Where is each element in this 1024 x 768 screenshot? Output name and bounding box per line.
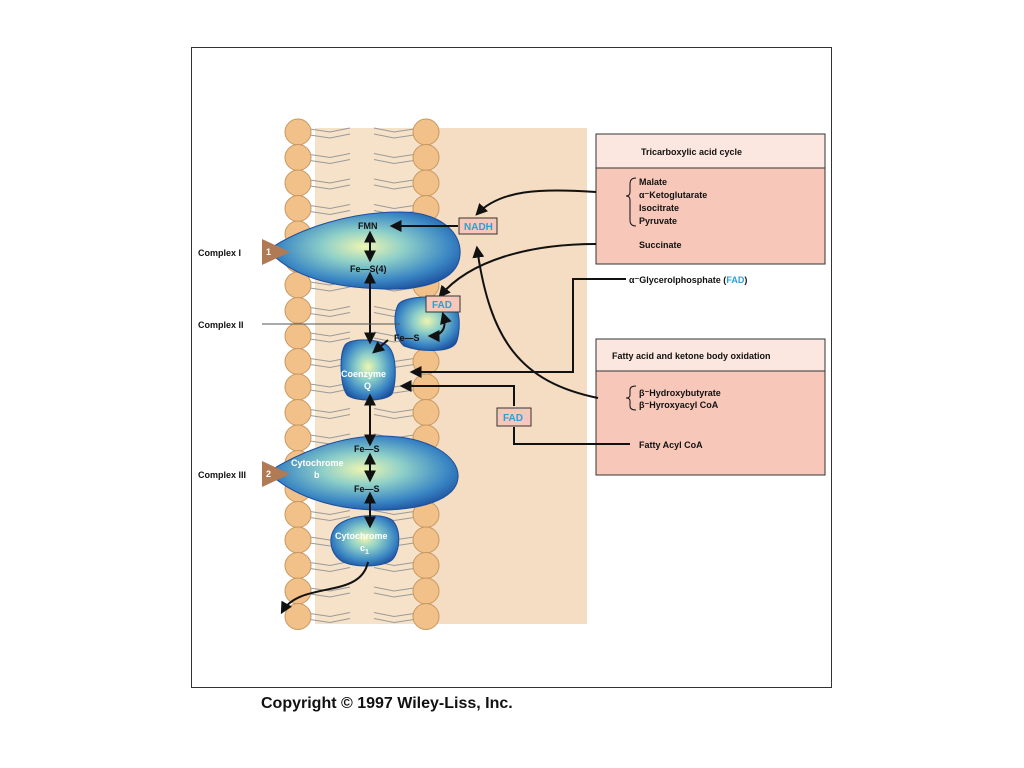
glycerolphosphate-label: α⁻Glycerolphosphate (FAD) [629,275,747,285]
lipid-head [412,144,440,171]
complex-1-badge [262,239,290,265]
tca-item-isocitrate: Isocitrate [639,203,679,213]
fatty-item-hydroxybutyrate: β⁻Hydroxybutyrate [639,388,721,398]
fatty-bracket [625,385,637,411]
lipid-head [412,526,440,554]
coenzyme-label: Coenzyme [341,369,386,379]
lipid-tail [373,586,415,598]
cytochrome-c1-letter: c1 [360,543,369,556]
matrix-band [430,128,587,624]
lipid-head [284,552,312,579]
fatty-header: Fatty acid and ketone body oxidation [612,351,771,361]
fatty-body-box [595,370,826,476]
lipid-head [284,195,312,222]
tca-item-malate: Malate [639,177,667,187]
lipid-head [284,169,312,197]
fes4-label: Fe—S(4) [350,264,387,274]
complex-1-label: Complex I [198,248,241,258]
fes-complex3-top-label: Fe—S [354,444,380,454]
lipid-tail [309,306,351,318]
complex-3-protein [267,435,459,511]
lipid-head [284,424,312,452]
lipid-tail [309,586,351,598]
lipid-tail [309,510,351,522]
lipid-tail [309,204,351,216]
lipid-head [284,322,312,350]
fad-complex2-label: FAD [432,300,452,311]
lipid-head [284,118,312,146]
lipid-head [284,603,312,630]
lipid-tail [373,127,415,139]
lipid-tail [373,612,415,624]
nadh-box [458,217,498,235]
fmn-label: FMN [358,221,378,231]
lipid-tail [309,408,351,420]
arrows [280,189,630,615]
lipid-head [284,501,312,528]
coenzyme-q-label: Q [364,381,371,391]
complex-3-badge [262,461,290,487]
lipid-head [284,373,312,401]
lipid-head [284,577,312,605]
fad-complex2-box [425,295,461,313]
complex-1-badge-number: 1 [266,247,271,257]
lipid-tail [309,561,351,573]
lipid-head [284,348,312,375]
lipid-head [284,399,312,426]
lipid-head [412,169,440,197]
lipid-tail [309,127,351,139]
lipid-head [284,144,312,171]
cytochrome-b-label: Cytochrome [291,458,344,468]
lipid-head [284,526,312,554]
tca-header-box [595,133,826,169]
copyright-text: Copyright © 1997 Wiley-Liss, Inc. [261,695,513,712]
fes-complex2-label: Fe—S [394,333,420,343]
fad-lower-label: FAD [503,413,523,424]
fatty-header-box [595,338,826,372]
lipid-tail [373,153,415,165]
lipid-head [412,603,440,630]
fatty-item-hydroxyacyl: β⁻Hyroxyacyl CoA [639,400,719,410]
lipid-head [412,348,440,375]
tca-body-box [595,167,826,265]
cytochrome-c1-label: Cytochrome [335,531,388,541]
nadh-label: NADH [464,222,493,233]
complex-3-label: Complex III [198,470,246,480]
lipid-tail [309,612,351,624]
lipid-head [412,577,440,605]
lipid-head [412,552,440,579]
tca-item-ketoglutarate: α⁻Ketoglutarate [639,190,707,200]
lipid-tail [309,153,351,165]
fes-complex3-bottom-label: Fe—S [354,484,380,494]
lipid-tail [309,178,351,190]
tca-header: Tricarboxylic acid cycle [641,147,742,157]
lipid-tail [309,331,351,343]
fad-lower-box [496,407,532,427]
lipid-head [412,118,440,146]
lipid-tail [373,178,415,190]
fatty-acyl-coa: Fatty Acyl CoA [639,440,703,450]
lipid-tail [373,408,415,420]
tca-item-pyruvate: Pyruvate [639,216,677,226]
complex-2-label: Complex II [198,320,244,330]
tca-succinate: Succinate [639,240,682,250]
lipid-head [284,297,312,324]
lipid-head [412,399,440,426]
cytochrome-b-letter: b [314,470,320,480]
tca-bracket [625,177,637,227]
complex-3-badge-number: 2 [266,469,271,479]
